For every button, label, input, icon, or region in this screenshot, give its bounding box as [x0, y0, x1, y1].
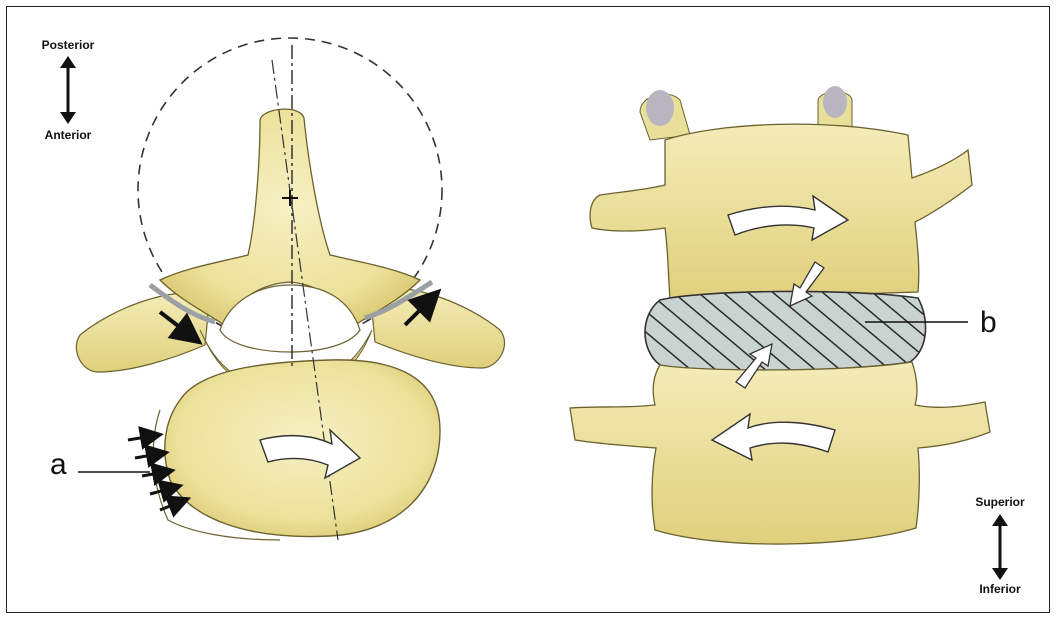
superior-inferior-arrow-icon	[992, 514, 1008, 580]
intervertebral-disc	[645, 291, 926, 370]
posterior-anterior-arrow-icon	[60, 56, 76, 124]
lower-vertebra	[570, 362, 990, 544]
left-transverse-process	[76, 293, 210, 372]
axial-vertebra	[76, 38, 504, 540]
lateral-vertebrae	[570, 86, 990, 544]
